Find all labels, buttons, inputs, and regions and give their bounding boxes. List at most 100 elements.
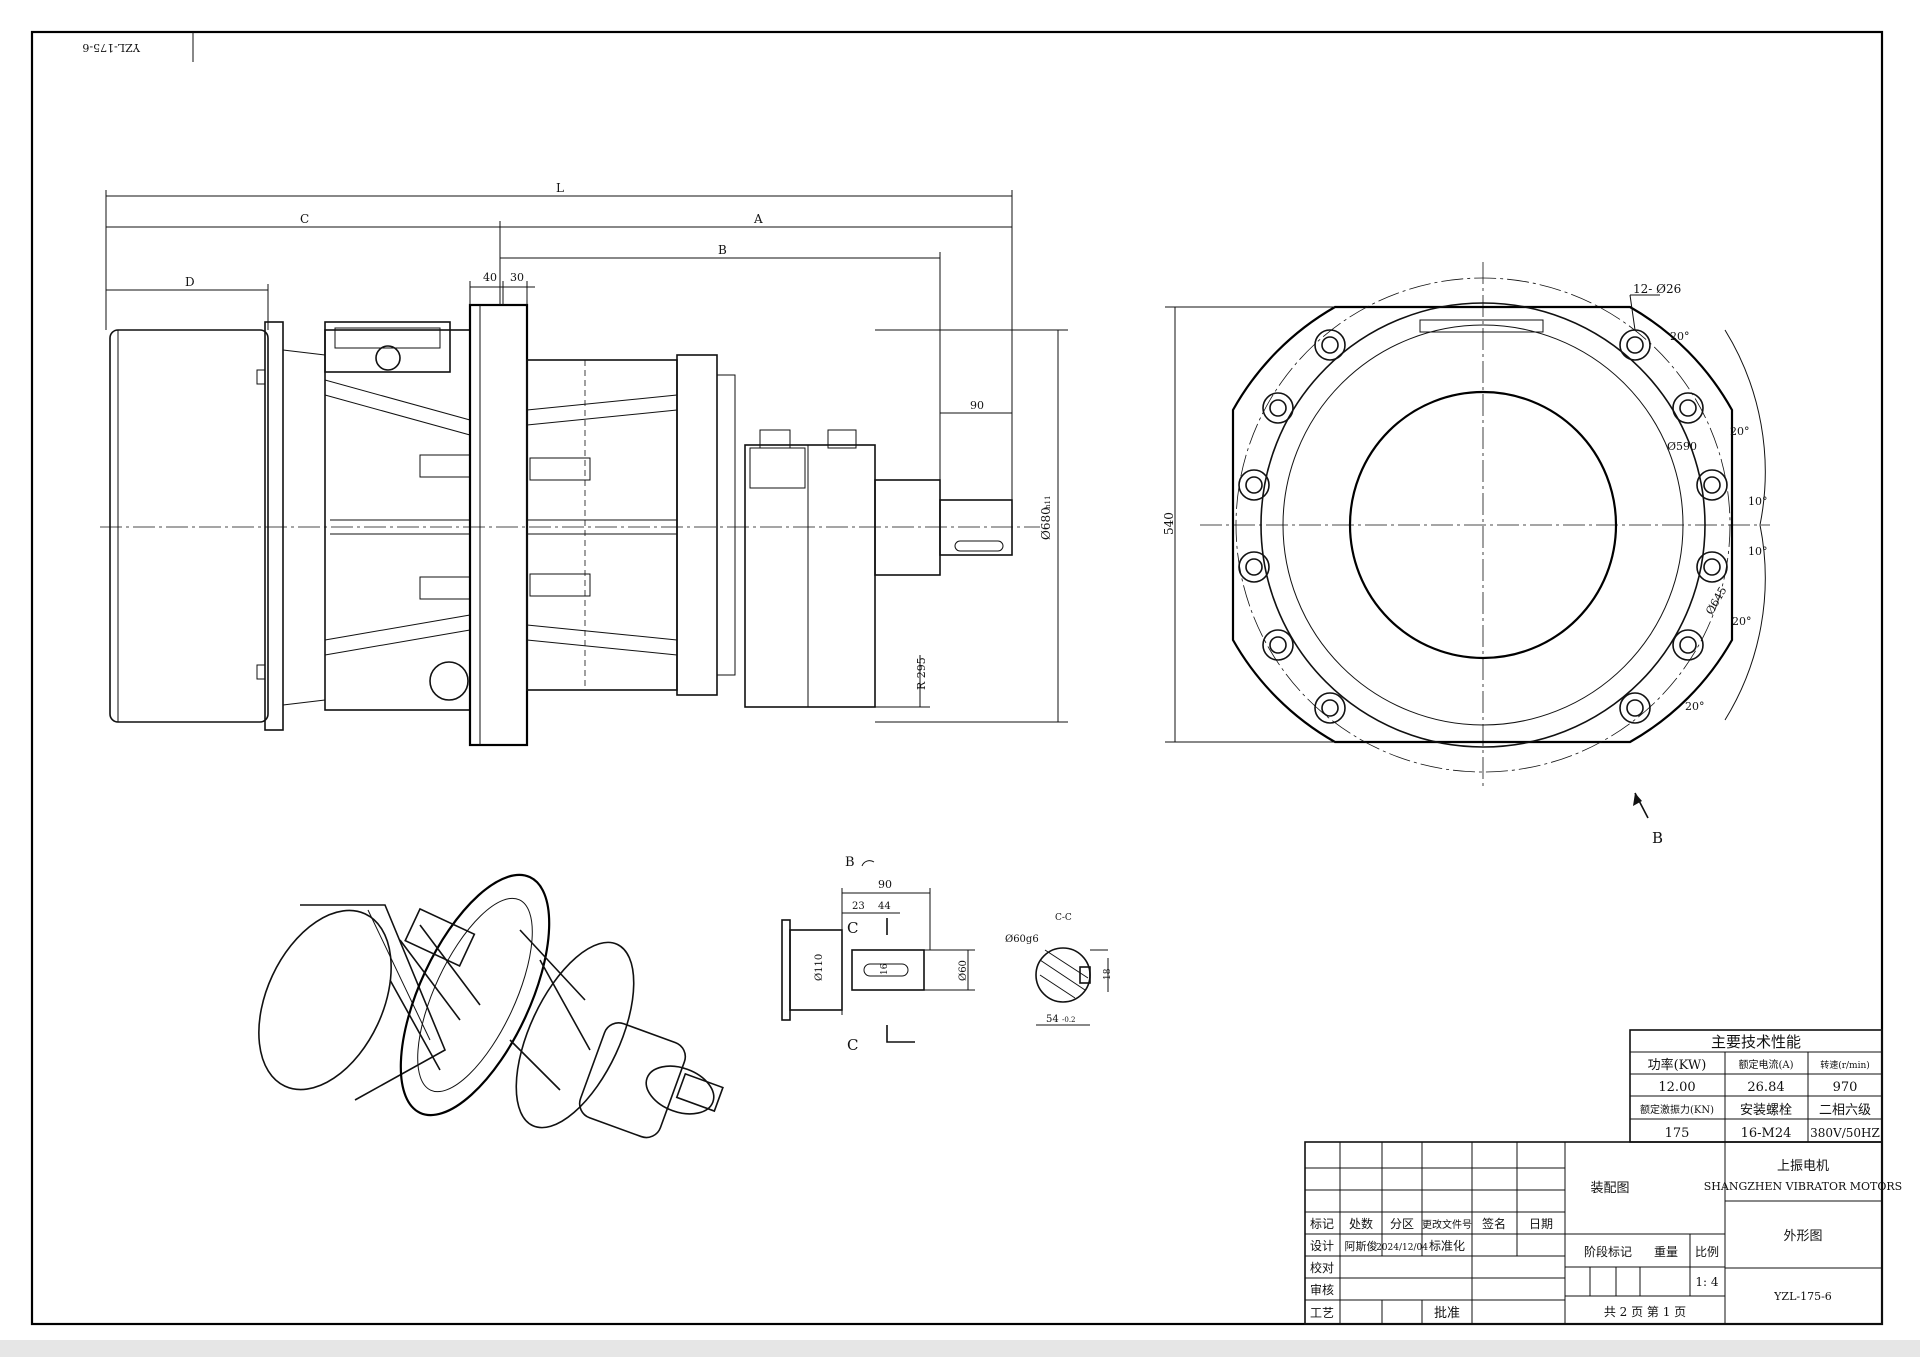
tech-table-title: 主要技术性能 (1711, 1033, 1801, 1051)
tech-v2-bolts: 16-M24 (1741, 1126, 1792, 1141)
section-cc-depth-tol: -0.2 (1062, 1016, 1076, 1024)
view-label-b: B (1652, 829, 1663, 847)
angle-20-c: 20° (1732, 615, 1752, 628)
rev-h-zone: 分区 (1390, 1217, 1414, 1231)
cable-gland-icon (375, 345, 401, 371)
bottom-gray-band (0, 1340, 1920, 1357)
terminal-box-edge (1419, 319, 1544, 333)
tech-v1-power: 12.00 (1658, 1080, 1695, 1095)
dia590-label: Ø590 (1667, 440, 1697, 453)
company-cn: 上振电机 (1777, 1159, 1829, 1174)
bearing-flange (676, 354, 718, 696)
shaft-flange-face (781, 919, 791, 1021)
end-view: 12- Ø26 20° 20° 10° 10° 20° 20° Ø590 Ø64… (1162, 262, 1770, 847)
angle-10-b: 10° (1748, 545, 1768, 558)
standardize-label: 标准化 (1429, 1239, 1465, 1253)
isometric-view (258, 873, 724, 1139)
shaft-detail: B 90 23 44 Ø110 Ø60 16 C C (781, 855, 975, 1054)
dim-90: 90 (970, 399, 984, 412)
iso-gearbox (578, 1022, 687, 1139)
dim-dia680: Ø680 (1039, 507, 1053, 540)
section-cc-title: C-C (1055, 913, 1072, 923)
angle-20-b: 20° (1730, 425, 1750, 438)
shaft-view-label: B (845, 855, 855, 870)
main-view-dimensions: L C A B D 40 30 90 Ø680 h11 R (105, 181, 1068, 723)
iso-shaft (645, 1065, 715, 1115)
weight-label: 重量 (1654, 1245, 1678, 1259)
dim-D: D (185, 275, 195, 289)
dim-30: 30 (510, 271, 524, 284)
check-label: 校对 (1310, 1260, 1334, 1275)
shaft-dim-key16: 16 (880, 963, 890, 975)
drawing-number: YZL-175-6 (1773, 1290, 1832, 1303)
section-cc-key-width: 18 (1103, 968, 1113, 980)
housing-inner-circle (1282, 324, 1684, 726)
shaft-stub (851, 949, 925, 991)
tech-h1-speed: 转速(r/min) (1820, 1059, 1870, 1071)
drawing-type: 装配图 (1590, 1181, 1629, 1196)
shaft-dim-dia110: Ø110 (814, 954, 825, 981)
angle-20-a: 20° (1670, 330, 1690, 343)
section-cc-dia-fit: Ø60g6 (1005, 934, 1039, 945)
rev-h-mark: 标记 (1310, 1217, 1334, 1231)
shaft-dim-90: 90 (878, 878, 892, 891)
tech-h2-poles: 二相六级 (1819, 1103, 1871, 1118)
sheet-border (30, 30, 1884, 1326)
dim-R295: R 295 (915, 657, 928, 690)
scale-value: 1: 4 (1695, 1275, 1718, 1289)
process-label: 工艺 (1310, 1306, 1334, 1320)
pitch-circle (1235, 277, 1731, 773)
rev-h-sign: 签名 (1482, 1216, 1506, 1231)
gearbox-top (749, 447, 806, 489)
breather-icon (759, 429, 791, 449)
tech-h1-current: 额定电流(A) (1738, 1058, 1793, 1071)
shaft-key-slot (954, 540, 1004, 552)
eccentric-housing (526, 359, 678, 691)
dim-B: B (718, 243, 727, 257)
motor-housing (109, 329, 269, 723)
approve-label: 批准 (1434, 1306, 1460, 1321)
motor-flange (264, 321, 284, 731)
dim-dia680-tol: h11 (1044, 496, 1052, 509)
dim-540: 540 (1162, 512, 1176, 535)
base-boss (429, 661, 469, 701)
gearbox-body (744, 444, 876, 708)
section-mark-c-bottom: C (847, 1036, 858, 1054)
bolt-holes (1238, 329, 1728, 724)
dim-40: 40 (483, 271, 497, 284)
housing-outer-circle (1260, 302, 1706, 748)
shaft-dim-dia60: Ø60 (958, 960, 969, 981)
dia645-label: Ø645 (1703, 584, 1729, 616)
scale-label: 比例 (1695, 1245, 1719, 1259)
dim-C: C (300, 212, 309, 226)
mounting-flange (468, 303, 529, 747)
company-en: SHANGZHEN VIBRATOR MOTORS (1704, 1180, 1902, 1193)
iso-motor-end (258, 909, 392, 1091)
rev-h-date: 日期 (1529, 1217, 1553, 1231)
angle-10-a: 10° (1748, 495, 1768, 508)
junction-box (324, 321, 451, 373)
tech-v2-force: 175 (1665, 1126, 1690, 1141)
section-cc-depth: 54 (1046, 1014, 1059, 1025)
design-name: 阿斯俊 (1345, 1239, 1378, 1253)
end-view-outline (1231, 305, 1734, 744)
rev-h-count: 处数 (1349, 1216, 1373, 1231)
iso-flange (399, 873, 551, 1117)
section-cc-keyway (1079, 966, 1091, 984)
tech-h1-power: 功率(KW) (1648, 1057, 1707, 1073)
dim-L: L (556, 181, 564, 195)
rev-h-doc: 更改文件号 (1422, 1218, 1472, 1231)
stage-mark-label: 阶段标记 (1584, 1244, 1632, 1259)
shaft-dim-23: 23 (852, 901, 865, 912)
section-cc: C-C Ø60g6 18 54 -0.2 (1005, 913, 1113, 1026)
corner-code: YZL-175-6 (82, 41, 141, 54)
tech-v2-voltage: 380V/50HZ (1810, 1126, 1880, 1140)
output-shaft (939, 499, 1013, 556)
tech-h2-bolts: 安装螺栓 (1740, 1103, 1792, 1118)
drawing-name: 外形图 (1783, 1229, 1822, 1244)
review-label: 审核 (1310, 1282, 1334, 1297)
main-side-view (100, 303, 1040, 747)
tech-v1-current: 26.84 (1747, 1080, 1784, 1095)
tech-h2-force: 额定激振力(KN) (1640, 1103, 1714, 1116)
